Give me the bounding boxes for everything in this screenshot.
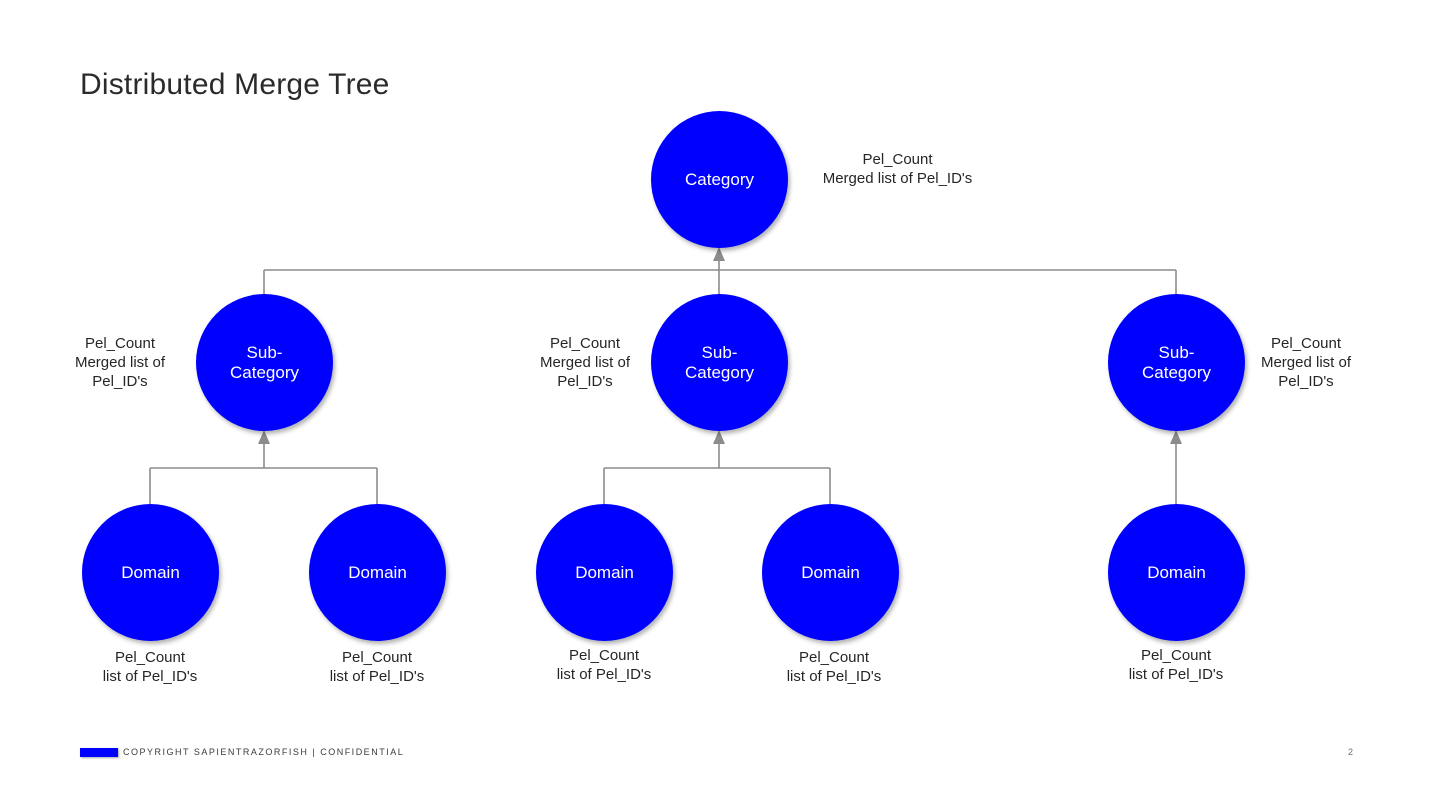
node-domain-5-label: Domain bbox=[1147, 562, 1206, 582]
node-domain-3-label: Domain bbox=[575, 562, 634, 582]
node-domain-3[interactable]: Domain bbox=[536, 504, 673, 641]
arrowhead-sub-3 bbox=[1170, 430, 1182, 444]
node-domain-1-label: Domain bbox=[121, 562, 180, 582]
node-sub-category-1-label: Sub- Category bbox=[230, 342, 299, 382]
arrowhead-category bbox=[713, 247, 725, 261]
node-domain-1[interactable]: Domain bbox=[82, 504, 219, 641]
annotation-category: Pel_Count Merged list of Pel_ID's bbox=[822, 151, 973, 187]
node-sub-category-2-label: Sub- Category bbox=[685, 342, 754, 382]
arrowhead-sub-2 bbox=[713, 430, 725, 444]
node-sub-category-3[interactable]: Sub- Category bbox=[1108, 294, 1245, 431]
node-sub-category-2[interactable]: Sub- Category bbox=[651, 294, 788, 431]
annotation-sub-category-2: Pel_Count Merged list of Pel_ID's bbox=[539, 335, 631, 390]
node-sub-category-3-label: Sub- Category bbox=[1142, 342, 1211, 382]
annotation-domain-4: Pel_Count list of Pel_ID's bbox=[786, 649, 882, 685]
annotation-sub-category-1: Pel_Count Merged list of Pel_ID's bbox=[74, 335, 166, 390]
annotation-domain-3: Pel_Count list of Pel_ID's bbox=[556, 647, 652, 683]
brand-logo-bar bbox=[80, 748, 118, 757]
node-category[interactable]: Category bbox=[651, 111, 788, 248]
annotation-sub-category-3: Pel_Count Merged list of Pel_ID's bbox=[1260, 335, 1352, 390]
node-category-label: Category bbox=[685, 169, 754, 189]
node-domain-5[interactable]: Domain bbox=[1108, 504, 1245, 641]
annotation-domain-1: Pel_Count list of Pel_ID's bbox=[102, 649, 198, 685]
page-number: 2 bbox=[1348, 747, 1354, 757]
footer-copyright: COPYRIGHT SAPIENTRAZORFISH | CONFIDENTIA… bbox=[123, 747, 405, 757]
arrowhead-sub-1 bbox=[258, 430, 270, 444]
node-domain-4-label: Domain bbox=[801, 562, 860, 582]
node-domain-4[interactable]: Domain bbox=[762, 504, 899, 641]
page-title: Distributed Merge Tree bbox=[80, 68, 390, 101]
arrowheads bbox=[258, 247, 1182, 444]
annotation-domain-5: Pel_Count list of Pel_ID's bbox=[1128, 647, 1224, 683]
node-sub-category-1[interactable]: Sub- Category bbox=[196, 294, 333, 431]
node-domain-2-label: Domain bbox=[348, 562, 407, 582]
node-domain-2[interactable]: Domain bbox=[309, 504, 446, 641]
annotation-domain-2: Pel_Count list of Pel_ID's bbox=[329, 649, 425, 685]
